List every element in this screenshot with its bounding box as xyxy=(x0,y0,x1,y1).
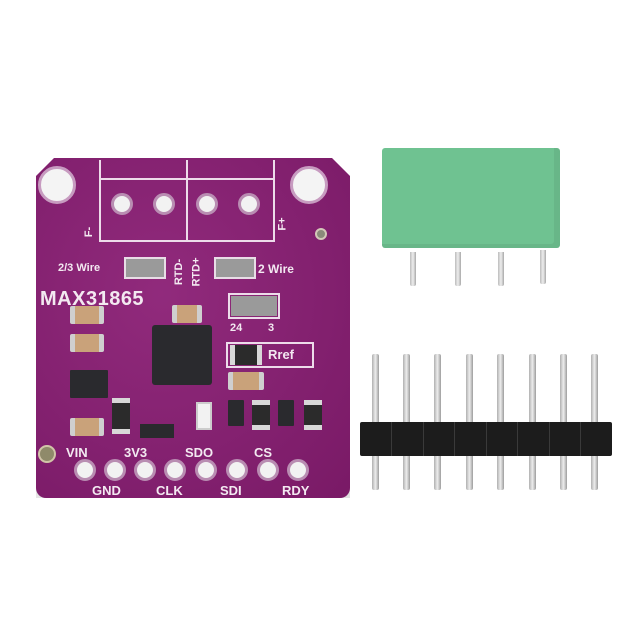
pin-label-3v3: 3V3 xyxy=(124,445,148,460)
terminal-block-pin xyxy=(410,252,416,286)
resistor xyxy=(304,400,322,430)
pin-header-body xyxy=(360,422,612,456)
terminal-block-pin xyxy=(540,250,546,284)
pin-pad-sdi xyxy=(226,459,248,481)
capacitor xyxy=(70,418,104,436)
capacitor xyxy=(70,306,104,324)
label-rtd-minus: RTD- xyxy=(173,258,186,286)
capacitor xyxy=(70,334,104,352)
terminal-pad-2 xyxy=(153,193,175,215)
small-hole xyxy=(315,228,327,240)
mounting-hole-left xyxy=(38,166,76,204)
capacitor xyxy=(172,305,202,323)
label-2-3-wire: 2/3 Wire xyxy=(58,262,101,274)
pin-pad-gnd xyxy=(104,459,126,481)
label-3: 3 xyxy=(268,322,275,334)
jumper-2-3-wire xyxy=(124,257,166,279)
jumper-24-3 xyxy=(231,296,277,316)
transistor xyxy=(278,400,294,426)
pin-pad-rdy xyxy=(287,459,309,481)
pin-label-clk: CLK xyxy=(156,483,183,498)
terminal-block-pin xyxy=(455,252,461,286)
terminal-pad-1 xyxy=(111,193,133,215)
label-f-minus: F- xyxy=(83,226,96,238)
led xyxy=(196,402,212,430)
pin-label-vin: VIN xyxy=(66,445,88,460)
chip-name-label: MAX31865 xyxy=(40,288,145,310)
pin-pad-3v3 xyxy=(134,459,156,481)
green-terminal-block xyxy=(382,148,560,248)
rref-outline xyxy=(226,342,314,368)
label-24: 24 xyxy=(230,322,243,334)
label-rtd-plus: RTD+ xyxy=(190,257,203,287)
label-rref: Rref xyxy=(268,347,295,362)
terminal-block-pin xyxy=(498,252,504,286)
pin-pad-cs xyxy=(257,459,279,481)
diode xyxy=(140,424,174,438)
voltage-regulator xyxy=(70,370,108,398)
pin-label-cs: CS xyxy=(254,445,273,460)
terminal-pad-4 xyxy=(238,193,260,215)
terminal-pad-3 xyxy=(196,193,218,215)
pin-label-gnd: GND xyxy=(92,483,121,498)
jumper-2-wire xyxy=(214,257,256,279)
transistor xyxy=(228,400,244,426)
pin-label-sdi: SDI xyxy=(220,483,242,498)
pin-label-rdy: RDY xyxy=(282,483,310,498)
small-hole-bottom xyxy=(38,445,56,463)
rref-resistor xyxy=(230,345,262,365)
resistor xyxy=(252,400,270,430)
pin-label-sdo: SDO xyxy=(185,445,214,460)
resistor xyxy=(112,398,130,434)
label-2-wire: 2 Wire xyxy=(258,262,294,276)
label-f-plus: F+ xyxy=(276,217,289,231)
pin-pad-sdo xyxy=(195,459,217,481)
max31865-ic xyxy=(152,325,212,385)
jumper-24-3-outline xyxy=(228,293,280,319)
terminal-outline-divider xyxy=(186,160,188,242)
mounting-hole-right xyxy=(290,166,328,204)
capacitor xyxy=(228,372,264,390)
pin-pad-clk xyxy=(164,459,186,481)
pin-pad-vin xyxy=(74,459,96,481)
